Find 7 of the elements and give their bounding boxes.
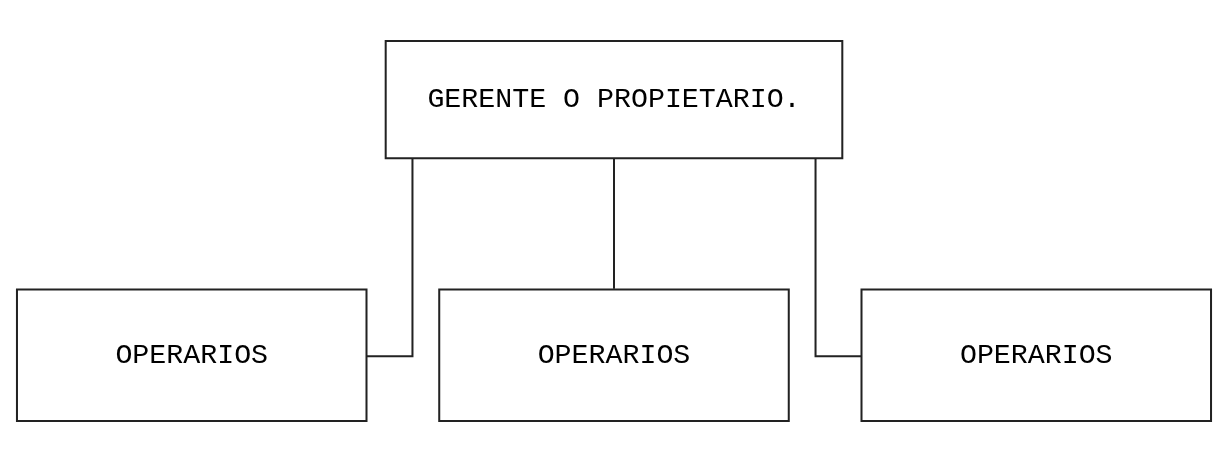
node-box: OPERARIOS [860,288,1213,422]
connector [814,158,862,358]
node-box: OPERARIOS [15,288,368,422]
connector [366,158,414,358]
connector [613,158,615,289]
node-box: GERENTE O PROPIETARIO. [384,40,844,160]
node-box: OPERARIOS [438,288,790,422]
